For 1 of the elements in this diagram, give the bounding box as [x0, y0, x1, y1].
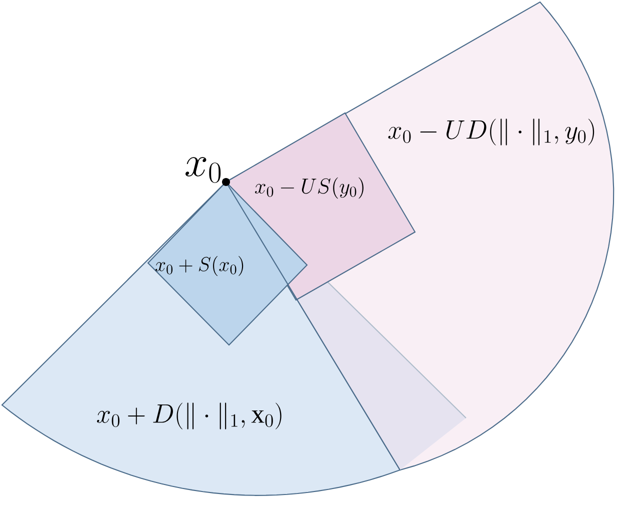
point-label: $x_0$: [186, 157, 221, 183]
